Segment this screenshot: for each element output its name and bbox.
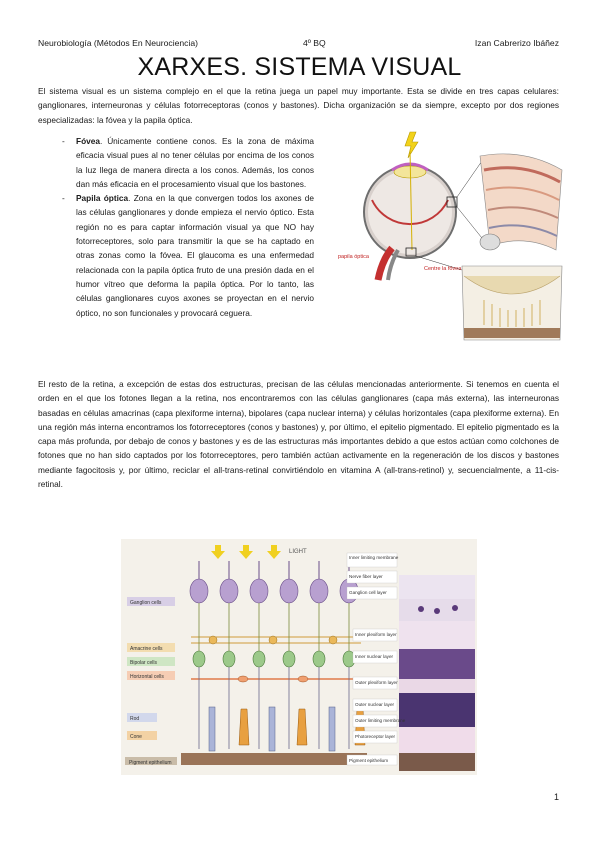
label-cone: Cone bbox=[130, 734, 142, 740]
bullet-fovea: - Fóvea. Únicamente contiene conos. Es l… bbox=[62, 136, 314, 189]
bullet-list: - Fóvea. Únicamente contiene conos. Es l… bbox=[62, 134, 314, 320]
label-pigment-right: Pigment epithelium bbox=[349, 758, 388, 763]
header-course: Neurobiología (Métodos En Neurociencia) bbox=[38, 38, 199, 48]
label-outer-nuclear: Outer nuclear layer bbox=[355, 702, 395, 707]
bullet-papila: - Papila óptica. Zona en la que converge… bbox=[62, 193, 314, 318]
label-outer-limiting: Outer limiting membrane bbox=[355, 718, 406, 723]
header-group: 4º BQ bbox=[303, 38, 326, 48]
label-nerve-fiber: Nerve fiber layer bbox=[349, 574, 383, 579]
bullet-term: Fóvea bbox=[76, 136, 100, 146]
page-header: Neurobiología (Métodos En Neurociencia) … bbox=[38, 38, 559, 50]
label-pigment-left: Pigment epithelium bbox=[129, 760, 172, 766]
label-outer-plexiform: Outer plexiform layer bbox=[355, 680, 398, 685]
label-light: LIGHT bbox=[289, 549, 307, 555]
bullet-text: . Únicamente contiene conos. Es la zona … bbox=[76, 136, 314, 189]
label-amacrine: Amacrine cells bbox=[130, 646, 163, 652]
label-inner-nuclear: Inner nuclear layer bbox=[355, 654, 394, 659]
label-inner-plexiform: Inner plexiform layer bbox=[355, 632, 397, 637]
label-horizontal: Horizontal cells bbox=[130, 674, 164, 680]
label-inner-limiting: Inner limiting membrane bbox=[349, 555, 399, 560]
label-papila: papila óptica bbox=[338, 254, 370, 260]
bullet-term: Papila óptica bbox=[76, 193, 129, 204]
label-rod: Rod bbox=[130, 716, 139, 722]
label-fovea: Centre la fóvea bbox=[424, 266, 462, 272]
header-author: Izan Cabrerizo Ibáñez bbox=[474, 38, 559, 48]
retina-paragraph: El resto de la retina, a excepción de es… bbox=[38, 379, 559, 490]
label-photoreceptor: Photoreceptor layer bbox=[355, 734, 396, 739]
label-ganglion: Ganglion cells bbox=[130, 600, 162, 606]
bullet-text: . Zona en la que convergen todos los axo… bbox=[76, 193, 314, 318]
page-title: XARXES. SISTEMA VISUAL bbox=[137, 53, 462, 81]
intro-paragraph: El sistema visual es un sistema complejo… bbox=[38, 86, 559, 125]
retina-layers-figure: LIGHT bbox=[121, 539, 477, 775]
label-bipolar: Bipolar cells bbox=[130, 660, 157, 666]
page-number: 1 bbox=[553, 792, 559, 802]
eye-diagram-figure: papila óptica Centre la fóvea bbox=[334, 130, 566, 343]
label-ganglion-layer: Ganglion cell layer bbox=[349, 590, 387, 595]
